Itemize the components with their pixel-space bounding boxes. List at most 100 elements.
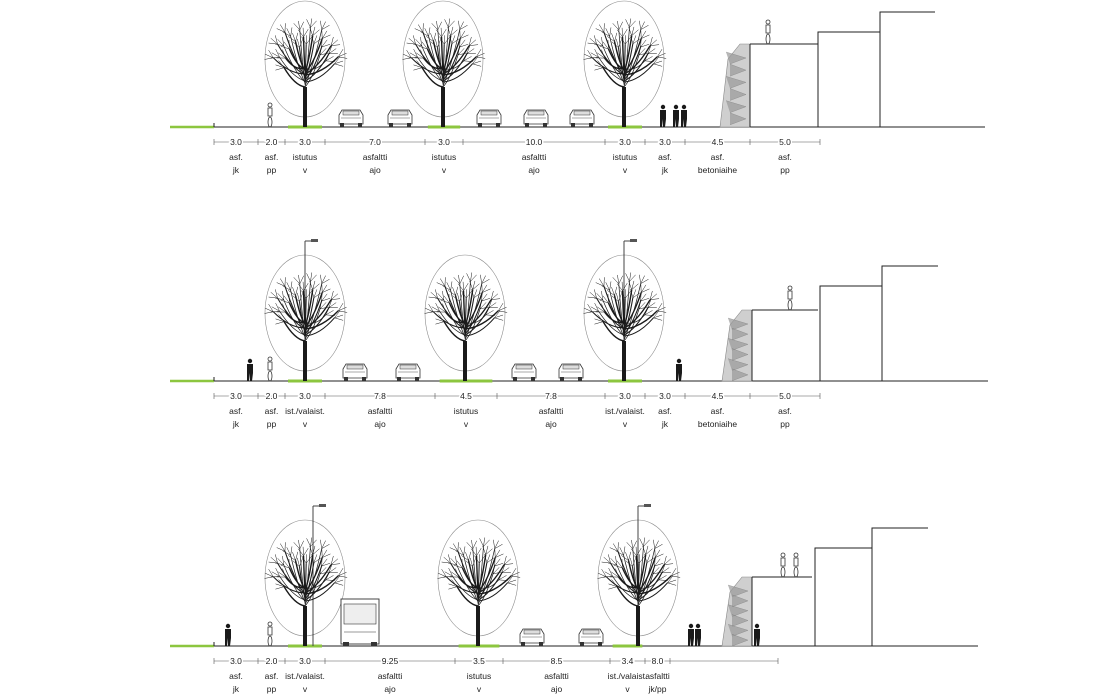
- tree-twig: [325, 52, 330, 61]
- tree-branch: [421, 67, 444, 88]
- tree-twig: [622, 283, 628, 291]
- tree-twig: [466, 542, 473, 550]
- tree-branch: [299, 566, 306, 597]
- planting-strip: [612, 644, 643, 648]
- segment-width: 4.5: [712, 391, 724, 401]
- tree-twig: [322, 30, 328, 39]
- segment-use: v: [303, 684, 308, 694]
- tree-twig: [311, 289, 315, 298]
- tree-branch: [637, 572, 663, 601]
- tree-twig: [639, 20, 641, 30]
- tree-twig: [507, 579, 517, 584]
- tree-twig: [292, 560, 300, 567]
- tree-branch: [456, 564, 479, 602]
- tree-twig: [504, 563, 514, 565]
- tree-twig: [470, 548, 477, 556]
- segment-width: 3.0: [659, 391, 671, 401]
- tree-twig: [594, 35, 597, 45]
- tree-twig: [334, 60, 344, 65]
- tree-twig: [452, 543, 459, 552]
- tree-twig: [264, 572, 274, 578]
- tree-twig: [472, 283, 480, 290]
- tree-branch: [637, 575, 672, 595]
- car-wheel: [478, 123, 482, 127]
- segment-width: 4.5: [712, 137, 724, 147]
- tree-branch: [277, 297, 306, 330]
- pedestrian-body: [225, 629, 231, 646]
- tree-branch: [442, 45, 470, 75]
- tree-twig: [498, 306, 507, 312]
- tree-twig: [483, 539, 490, 547]
- tree-twig: [616, 292, 619, 302]
- tree-twig: [602, 295, 609, 304]
- car-icon: [387, 109, 413, 127]
- tree-icon: [424, 254, 508, 381]
- tree-branch: [304, 46, 323, 81]
- tree-twig: [480, 306, 489, 310]
- tree-twig: [652, 567, 660, 575]
- tree-twig: [330, 36, 334, 46]
- tree-trunk: [463, 341, 467, 381]
- tree-twig: [448, 583, 458, 587]
- car-wheel: [521, 642, 525, 646]
- tree-twig: [451, 571, 459, 578]
- tree-branch: [428, 36, 444, 84]
- tree-twig: [461, 290, 467, 299]
- tree-branch: [437, 29, 444, 85]
- segment-use: ajo: [528, 165, 540, 175]
- tree-twig: [338, 303, 344, 311]
- segment-width: 3.0: [230, 391, 242, 401]
- tree-twig: [278, 306, 286, 313]
- tree-branch: [618, 29, 625, 85]
- tree-twig: [442, 290, 445, 300]
- tree-branch: [463, 555, 479, 603]
- tree-twig: [457, 292, 460, 302]
- tree-branch: [621, 290, 625, 326]
- tree-twig: [463, 546, 466, 556]
- tree-twig: [309, 27, 313, 36]
- segment-use: ajo: [374, 419, 386, 429]
- tree-branch: [623, 56, 658, 76]
- tree-branch: [443, 299, 466, 337]
- tree-trunk: [622, 341, 626, 381]
- tree-twig: [414, 28, 424, 33]
- tree-twig: [321, 21, 326, 30]
- pedestrian-head: [688, 623, 694, 629]
- tree-twig: [485, 548, 493, 555]
- tree-twig: [589, 310, 599, 313]
- tree-branch: [421, 45, 444, 83]
- tree-twig: [298, 20, 301, 30]
- tree-twig: [309, 546, 313, 555]
- tree-twig: [328, 564, 333, 573]
- tree-twig: [597, 52, 605, 59]
- tree-twig: [593, 297, 603, 301]
- tree-branch: [623, 297, 634, 334]
- tree-branch: [290, 290, 306, 338]
- tree-twig: [320, 20, 322, 30]
- tree-trunk: [303, 606, 307, 646]
- car-icon: [476, 109, 502, 127]
- tree-twig: [444, 571, 453, 577]
- tree-twig: [452, 295, 460, 302]
- tree-twig: [275, 67, 285, 71]
- tree-twig: [303, 29, 309, 37]
- segment-width: 4.5: [460, 391, 472, 401]
- tree-twig: [620, 36, 626, 45]
- tree-twig: [465, 290, 472, 299]
- tree-twig: [271, 306, 280, 312]
- tree-twig: [644, 554, 648, 563]
- tree-branch: [277, 562, 306, 595]
- tree-branch: [475, 555, 479, 591]
- tree-twig: [641, 30, 647, 39]
- tree-twig: [654, 562, 664, 567]
- tree-twig: [271, 571, 280, 577]
- tree-twig: [611, 295, 619, 302]
- tree-twig: [334, 310, 341, 318]
- tree-twig: [654, 558, 661, 567]
- tree-twig: [594, 48, 599, 58]
- tree-branch: [623, 60, 645, 70]
- tree-branch: [442, 63, 473, 83]
- tree-twig: [468, 551, 472, 561]
- segment-use: ajo: [369, 165, 381, 175]
- cyclist-head: [780, 552, 786, 558]
